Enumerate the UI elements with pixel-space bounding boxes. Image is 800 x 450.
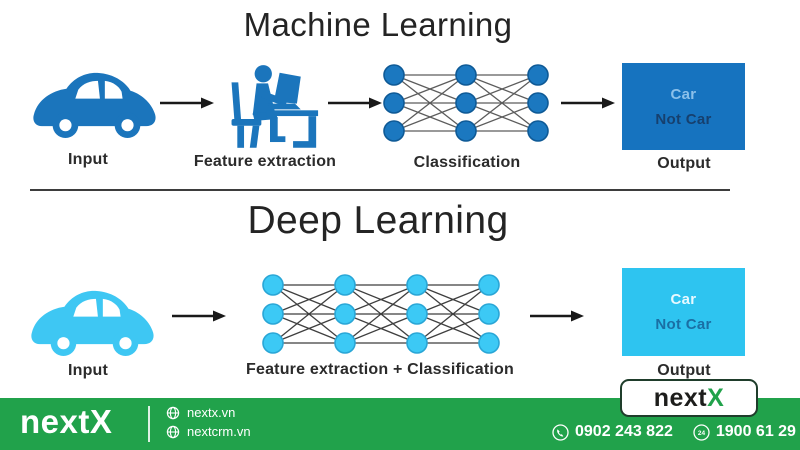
footer-websites: nextx.vn nextcrm.vn — [166, 405, 251, 439]
deep-learning-title: Deep Learning — [247, 199, 509, 242]
ml-feature-extraction-label: Feature extraction — [193, 153, 337, 170]
flow-arrow — [561, 96, 615, 110]
dl-input-label: Input — [67, 362, 109, 379]
phone-link-hotline[interactable]: 24 1900 61 29 — [693, 423, 796, 441]
dl-network-diagram — [262, 274, 500, 354]
dl-output-line-car: Car — [670, 291, 697, 308]
footer-brand-logo: nextX — [20, 403, 113, 440]
phone-icon — [552, 423, 569, 441]
ml-classification-label: Classification — [413, 154, 521, 171]
dl-output-box: Car Not Car — [622, 268, 745, 356]
dl-output-label: Output — [657, 362, 711, 379]
ml-output-line-car: Car — [670, 85, 697, 103]
globe-icon — [166, 425, 180, 438]
footer-phones: 0902 243 822 24 1900 61 29 — [552, 423, 796, 441]
car-icon — [33, 72, 156, 138]
dl-output-line-notcar: Not Car — [655, 316, 712, 333]
website-link-nextx[interactable]: nextx.vn — [166, 405, 251, 420]
person-at-laptop-icon — [231, 65, 319, 148]
car-icon — [31, 290, 154, 356]
footer-divider — [148, 406, 150, 442]
svg-text:24: 24 — [698, 430, 706, 437]
ml-network-diagram — [383, 64, 549, 142]
phone-link-mobile[interactable]: 0902 243 822 — [552, 423, 673, 441]
flow-arrow — [530, 309, 584, 323]
ml-output-box: Car Not Car — [622, 63, 745, 150]
dl-feature-classification-label: Feature extraction + Classification — [246, 361, 514, 378]
phone-number: 0902 243 822 — [575, 423, 673, 440]
badge-text-accent: X — [707, 383, 725, 412]
hotline-24h-icon: 24 — [693, 423, 710, 441]
badge-text-dark: next — [653, 383, 708, 412]
globe-icon — [166, 406, 180, 419]
website-link-nextcrm[interactable]: nextcrm.vn — [166, 424, 251, 439]
section-divider — [30, 189, 730, 191]
website-label: nextcrm.vn — [187, 424, 251, 439]
ml-output-label: Output — [657, 155, 711, 172]
flow-arrow — [172, 309, 226, 323]
phone-number: 1900 61 29 — [715, 423, 796, 440]
flow-arrow — [328, 96, 382, 110]
ml-input-label: Input — [67, 151, 109, 168]
flow-arrow — [160, 96, 214, 110]
machine-learning-title: Machine Learning — [243, 6, 513, 43]
ml-output-line-notcar: Not Car — [655, 110, 712, 128]
website-label: nextx.vn — [187, 405, 236, 420]
